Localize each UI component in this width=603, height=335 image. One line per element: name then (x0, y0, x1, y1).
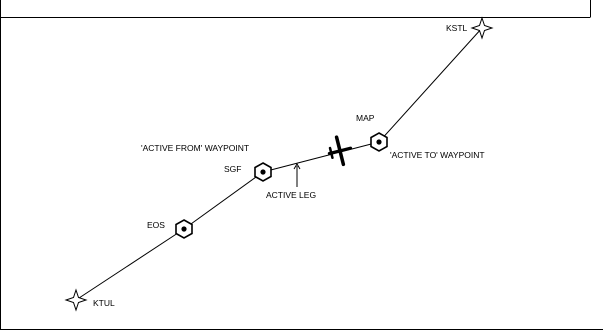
route-leg-ktul-eos (75, 228, 185, 301)
waypoint-label-map: MAP (356, 113, 375, 123)
airplane-icon (327, 135, 353, 167)
route-leg-eos-sgf (183, 171, 264, 230)
four-point-star-icon (64, 288, 88, 312)
route-leg-map-kstl (378, 27, 483, 143)
active-leg-arrow (293, 163, 301, 187)
hexagon-waypoint-icon (175, 219, 193, 239)
hexagon-waypoint-icon (370, 132, 388, 152)
active-to-label: 'ACTIVE TO' WAYPOINT (390, 150, 485, 160)
active-leg-label: ACTIVE LEG (266, 190, 316, 200)
waypoint-label-eos: EOS (147, 220, 165, 230)
active-leg-line (262, 141, 380, 173)
hexagon-waypoint-icon (254, 162, 272, 182)
four-point-star-icon (470, 16, 494, 40)
active-from-label: 'ACTIVE FROM' WAYPOINT (141, 143, 249, 153)
waypoint-label-ktul: KTUL (93, 298, 115, 308)
waypoint-label-sgf: SGF (224, 164, 241, 174)
waypoint-label-kstl: KSTL (446, 23, 468, 33)
